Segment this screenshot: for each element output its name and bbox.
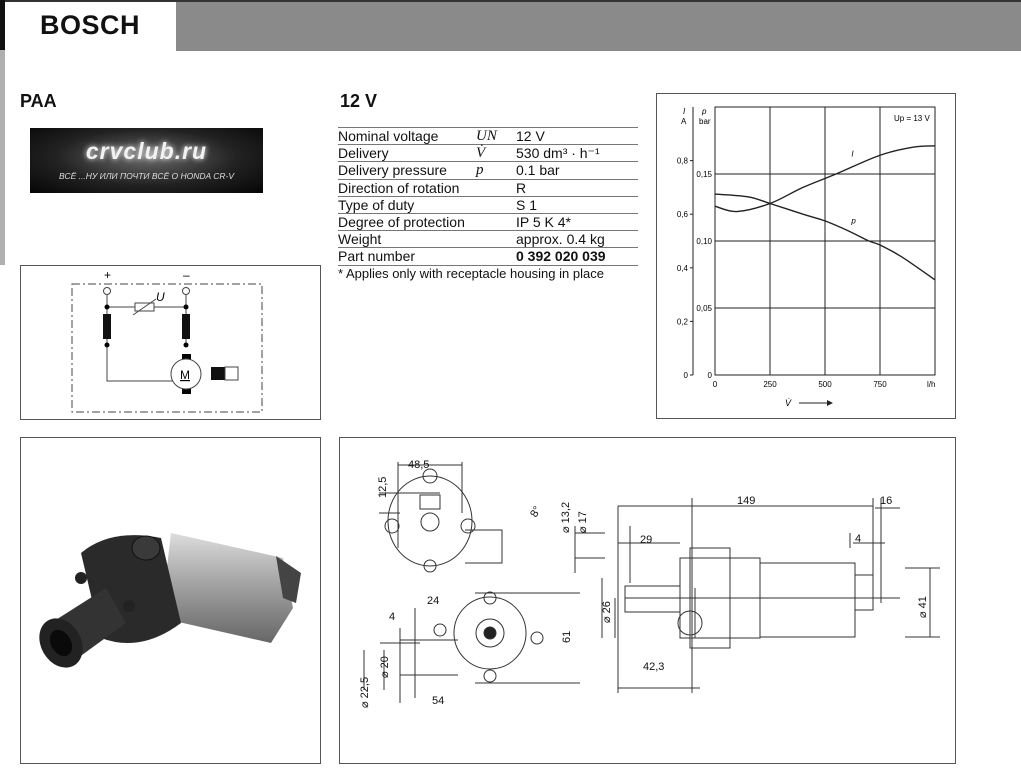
- spec-symbol: [476, 247, 516, 266]
- spec-row: Part number 0 392 020 039: [338, 247, 638, 266]
- y-right-tick-label: 0: [708, 371, 713, 380]
- spec-symbol: V̇: [476, 144, 516, 162]
- varistor-label: U: [156, 290, 165, 304]
- y-right-tick-label: 0,15: [696, 170, 712, 179]
- y-right-tick-label: 0,10: [696, 237, 712, 246]
- y-right-tick-label: 0,05: [696, 304, 712, 313]
- spec-symbol: [476, 178, 516, 197]
- dim-24: 24: [427, 595, 439, 607]
- x-unit-label: l/h: [927, 380, 935, 389]
- y-left-tick-label: 0,6: [677, 210, 689, 219]
- spec-row: Degree of protection IP 5 K 4*: [338, 212, 638, 231]
- header-bar: [176, 2, 1021, 51]
- x-tick-label: 750: [873, 380, 887, 389]
- product-code: PAA: [20, 91, 57, 111]
- dim-54: 54: [432, 695, 444, 707]
- x-axis-arrowhead: [827, 400, 833, 406]
- dim-4a: 4: [389, 611, 395, 623]
- series-label-p: p: [850, 217, 856, 226]
- y-left-tick-label: 0,4: [677, 264, 689, 273]
- spec-label: Direction of rotation: [338, 178, 476, 197]
- y-left-label: I: [683, 107, 686, 116]
- spec-value: IP 5 K 4*: [516, 212, 638, 231]
- spec-label: Type of duty: [338, 195, 476, 214]
- left-strip: [0, 0, 5, 50]
- series-label-I: I: [851, 150, 854, 159]
- circuit-diagram: + – U M: [71, 268, 263, 413]
- dim-12-5: 12,5: [377, 477, 389, 498]
- x-tick-label: 500: [818, 380, 832, 389]
- minus-terminal-label: –: [183, 268, 190, 282]
- spec-row: Type of duty S 1: [338, 195, 638, 214]
- x-tick-label: 250: [763, 380, 777, 389]
- spec-label: Degree of protection: [338, 212, 476, 231]
- x-axis-label: V̇: [785, 398, 792, 408]
- y-left-tick-label: 0,8: [677, 157, 689, 166]
- dim-29: 29: [640, 534, 652, 546]
- spec-value: 530 dm³ · h⁻¹: [516, 144, 638, 162]
- dim-149: 149: [737, 495, 755, 507]
- series-line-p: [714, 193, 936, 281]
- pump-photo: [39, 533, 301, 668]
- spec-label: Nominal voltage: [338, 126, 476, 145]
- dim-dia-20: ⌀ 20: [379, 656, 391, 678]
- performance-chart-panel: 0 250 500 750 l/h 0 0,2 0,4 0,6 0,8 0 0,05 0,10 0,15 I…: [656, 93, 956, 419]
- spec-label: Weight: [338, 230, 476, 248]
- specs-footnote: * Applies only with receptacle housing i…: [338, 266, 604, 281]
- spec-symbol: [476, 230, 516, 248]
- spec-value: S 1: [516, 195, 638, 214]
- spec-label: Part number: [338, 247, 476, 266]
- spec-label: Delivery pressure: [338, 161, 476, 180]
- spec-value: 0.1 bar: [516, 161, 638, 180]
- series-line-I: [714, 145, 936, 213]
- performance-chart: 0 250 500 750 l/h 0 0,2 0,4 0,6 0,8 0 0,05 0,10 0,15 I…: [677, 106, 936, 408]
- spec-row: Weight approx. 0.4 kg: [338, 230, 638, 248]
- voltage-title: 12 V: [340, 91, 378, 111]
- dimension-drawing-panel: 48,5 12,5 ⌀ 13,2 ⌀ 17 8° 24 4 ⌀ 22,5 ⌀ 2…: [339, 437, 956, 764]
- spec-value: R: [516, 178, 638, 197]
- spec-symbol: [476, 212, 516, 231]
- plus-terminal-label: +: [104, 268, 111, 282]
- chart-annotation: Up = 13 V: [894, 114, 930, 123]
- spec-symbol: [476, 195, 516, 214]
- x-tick-label: 0: [713, 380, 718, 389]
- y-left-tick-label: 0,2: [677, 317, 689, 326]
- watermark-tagline: ВСЁ ...НУ ИЛИ ПОЧТИ ВСЁ О HONDA CR-V: [58, 171, 234, 181]
- spec-row: Direction of rotation R: [338, 178, 638, 197]
- watermark-logo: crvclub.ru ВСЁ ...НУ ИЛИ ПОЧТИ ВСЁ О HON…: [30, 128, 263, 193]
- dim-dia-26: ⌀ 26: [601, 601, 613, 623]
- y-right-unit: bar: [699, 117, 711, 126]
- y-left-tick-label: 0: [684, 371, 689, 380]
- dim-dia-41: ⌀ 41: [917, 596, 929, 618]
- dim-width-48-5: 48,5: [408, 459, 429, 471]
- dim-dia-22-5: ⌀ 22,5: [359, 677, 371, 708]
- dim-61: 61: [561, 631, 573, 643]
- spec-value: 0 392 020 039: [516, 247, 638, 266]
- dim-angle: 8°: [528, 504, 544, 519]
- motor-label: M: [180, 368, 190, 382]
- dim-dia-17: ⌀ 17: [577, 511, 589, 533]
- watermark-site: crvclub.ru: [85, 138, 208, 164]
- dimension-drawing: 48,5 12,5 ⌀ 13,2 ⌀ 17 8° 24 4 ⌀ 22,5 ⌀ 2…: [359, 459, 940, 708]
- bosch-logo: BOSCH: [40, 10, 141, 40]
- spec-symbol: UN: [476, 126, 516, 145]
- y-right-label: p: [701, 107, 707, 116]
- header-top-rule: [0, 0, 1021, 2]
- left-strip-light: [0, 50, 5, 265]
- y-left-unit: A: [681, 117, 687, 126]
- dim-42-3: 42,3: [643, 661, 664, 673]
- spec-symbol: p: [476, 161, 516, 180]
- circuit-diagram-panel: + – U M: [20, 265, 321, 420]
- spec-label: Delivery: [338, 144, 476, 162]
- pump-photo-panel: [20, 437, 321, 764]
- spec-value: approx. 0.4 kg: [516, 230, 638, 248]
- dim-4b: 4: [855, 533, 861, 545]
- spec-value: 12 V: [516, 126, 638, 145]
- dim-16: 16: [880, 495, 892, 507]
- dim-dia-13-2: ⌀ 13,2: [560, 502, 572, 533]
